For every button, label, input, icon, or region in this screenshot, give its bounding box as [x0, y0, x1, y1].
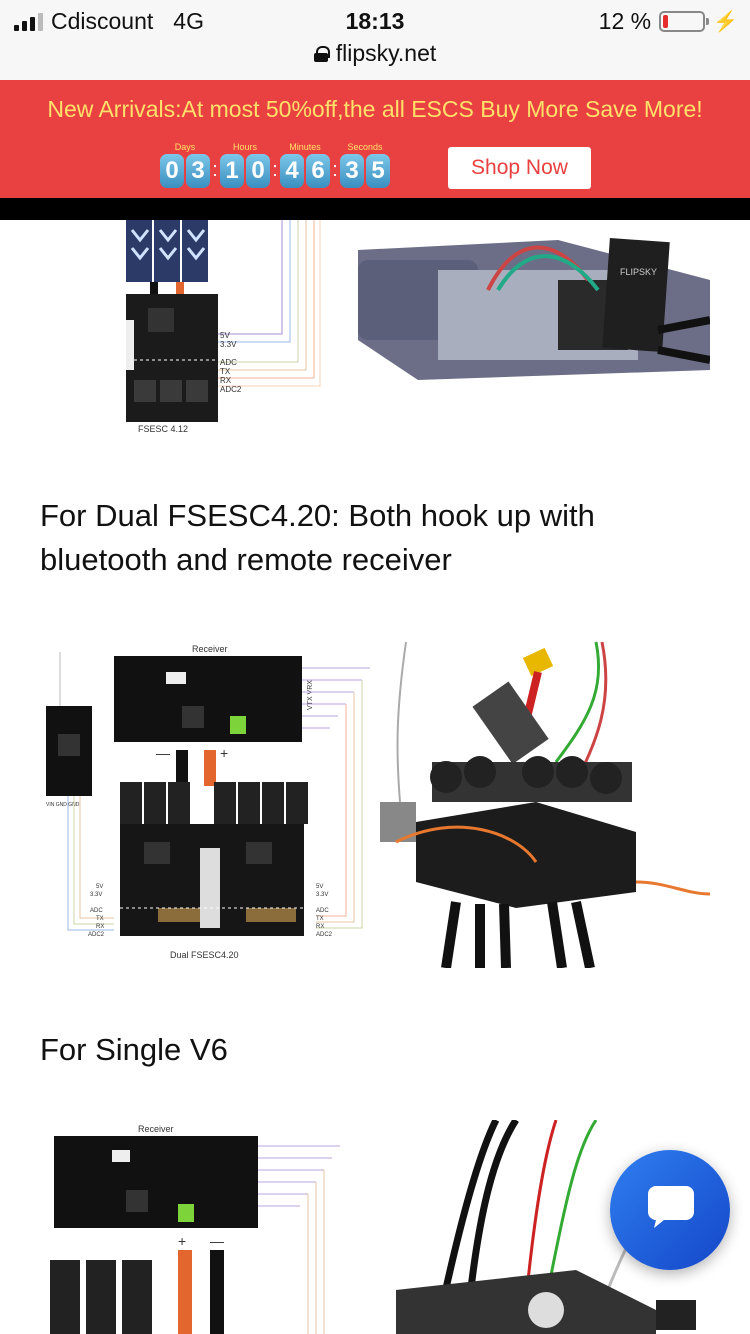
diagram-caption: Dual FSESC4.20	[170, 950, 239, 960]
seconds-label: Seconds	[347, 142, 383, 152]
single-v6-wiring-diagram: Receiver + —	[50, 1120, 340, 1334]
status-right: 12 % ⚡	[599, 8, 738, 35]
countdown-seconds: Seconds 3 5	[340, 142, 390, 188]
left-label: 3.3V	[90, 892, 102, 898]
receiver-label: Receiver	[192, 644, 228, 654]
section-heading-dual-fsesc: For Dual FSESC4.20: Both hook up with bl…	[40, 498, 595, 577]
digit: 0	[246, 154, 270, 188]
status-bar: Cdiscount 4G 18:13 12 % ⚡ flipsky.net	[0, 0, 750, 80]
countdown-days: Days 0 3	[160, 142, 210, 188]
separator: :	[212, 159, 218, 181]
digit: 3	[186, 154, 210, 188]
left-label: RX	[96, 924, 104, 930]
diagram-label: ADC2	[220, 385, 242, 394]
promo-text: New Arrivals:At most 50%off,the all ESCS…	[47, 96, 703, 122]
right-label: ADC	[316, 908, 329, 914]
diagram-label: 3.3V	[220, 340, 237, 349]
banner-divider	[0, 198, 750, 220]
countdown-minutes: Minutes 4 6	[280, 142, 330, 188]
battery-icon	[659, 11, 710, 32]
receiver-label: Receiver	[138, 1124, 174, 1134]
minus-sign: —	[210, 1233, 224, 1249]
diagram-label: 5V	[220, 331, 230, 340]
signal-strength-icon	[14, 12, 43, 31]
receiver-pins: VTX VRX	[307, 680, 314, 710]
right-label: 3.3V	[316, 892, 328, 898]
left-label: ADC	[90, 908, 103, 914]
minutes-label: Minutes	[289, 142, 321, 152]
digit: 1	[220, 154, 244, 188]
chat-button[interactable]	[610, 1150, 730, 1270]
hours-label: Hours	[232, 142, 257, 152]
diagram-label: TX	[220, 367, 231, 376]
separator: :	[272, 159, 278, 181]
clock: 18:13	[345, 8, 405, 34]
digit: 6	[306, 154, 330, 188]
dual-fsesc420-wiring-diagram: Receiver VTX VRX VIN GND GND — +	[40, 638, 370, 968]
lock-icon	[313, 45, 330, 62]
right-label: 5V	[316, 884, 323, 890]
fsesc412-product-photo: FLIPSKY	[358, 220, 710, 390]
left-label: 5V	[96, 884, 103, 890]
network-type: 4G	[173, 8, 204, 34]
right-label: TX	[316, 916, 324, 922]
digit: 3	[340, 154, 364, 188]
left-label: ADC2	[88, 932, 105, 938]
battery-percent: 12 %	[598, 8, 652, 34]
diagram-caption: FSESC 4.12	[138, 424, 188, 434]
digit: 5	[366, 154, 390, 188]
dual-fsesc420-product-photo	[376, 632, 710, 968]
digit: 0	[160, 154, 184, 188]
module-label: FLIPSKY	[620, 267, 657, 277]
charging-icon: ⚡	[713, 11, 738, 33]
right-label: RX	[316, 924, 324, 930]
section-heading-single-v6: For Single V6	[40, 1032, 228, 1067]
promo-banner: New Arrivals:At most 50%off,the all ESCS…	[0, 80, 750, 198]
url-text: flipsky.net	[335, 40, 437, 66]
shop-now-button[interactable]: Shop Now	[448, 147, 591, 189]
days-label: Days	[174, 142, 196, 152]
diagram-label: ADC	[220, 358, 237, 367]
right-label: ADC2	[316, 932, 333, 938]
chat-bubble-icon	[648, 1186, 694, 1228]
fsesc412-wiring-diagram: 5V 3.3V ADC TX RX ADC2 FSESC 4.12	[110, 220, 330, 440]
separator: :	[332, 159, 338, 181]
carrier-name: Cdiscount	[51, 8, 154, 34]
module-pins: VIN GND GND	[46, 802, 80, 808]
plus-sign: +	[220, 745, 228, 761]
digit: 4	[280, 154, 304, 188]
status-left: Cdiscount 4G	[14, 8, 204, 35]
left-label: TX	[96, 916, 104, 922]
countdown-timer: Days 0 3 : Hours 1 0 : Minutes 4 6 : Sec…	[160, 142, 390, 188]
diagram-label: RX	[220, 376, 232, 385]
plus-sign: +	[178, 1233, 186, 1249]
address-bar[interactable]: flipsky.net	[0, 40, 750, 67]
countdown-hours: Hours 1 0	[220, 142, 270, 188]
minus-sign: —	[156, 745, 170, 761]
